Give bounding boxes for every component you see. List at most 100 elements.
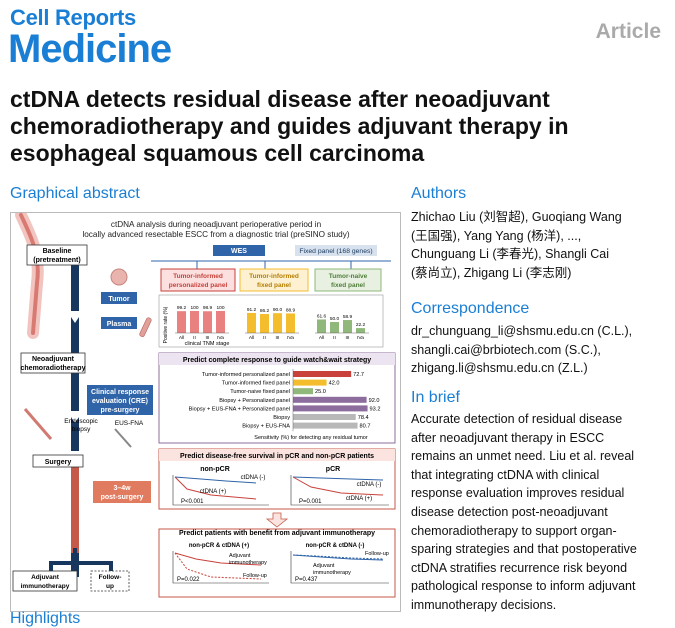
panel3-l2: fixed panel bbox=[331, 282, 365, 289]
post-l1: 3–4w bbox=[113, 485, 131, 492]
sensitivity-bar bbox=[293, 422, 358, 429]
positive-rate-category: II bbox=[263, 335, 266, 341]
immuno-title: Predict patients with benefit from adjuv… bbox=[179, 530, 375, 537]
positive-rate-value: 100 bbox=[190, 305, 198, 311]
sensitivity-bar bbox=[293, 371, 352, 377]
graphical-abstract-svg: ctDNA analysis during neoadjuvant periop… bbox=[12, 213, 396, 598]
sensitivity-row-label: Biopsy + EUS-FNA + Personalized panel bbox=[189, 406, 290, 412]
sensitivity-value: 80.7 bbox=[360, 424, 371, 430]
highlights-heading-peek: Highlights bbox=[10, 610, 81, 627]
positive-rate-bar bbox=[356, 328, 365, 333]
neoadjuvant-box bbox=[20, 352, 86, 374]
positive-rate-value: 88.9 bbox=[286, 307, 296, 313]
positive-rate-category: IVa bbox=[217, 335, 224, 341]
plasma-tag bbox=[101, 317, 137, 329]
adjuvant-l1: Adjuvant bbox=[31, 574, 60, 581]
immuno-right-follow: Follow-up bbox=[365, 551, 389, 557]
adjuvant-box bbox=[12, 570, 78, 592]
tumor-label: Tumor bbox=[108, 296, 130, 303]
timeline-arrow-1 bbox=[67, 311, 83, 323]
positive-rate-category: III bbox=[206, 335, 210, 341]
sensitivity-row-label: Biopsy + EUS-FNA bbox=[242, 424, 290, 430]
sensitivity-value: 25.0 bbox=[315, 389, 326, 395]
positive-rate-bar bbox=[330, 322, 339, 333]
immuno-right-adj-l1: Adjuvant bbox=[313, 563, 335, 569]
immuno-left-follow: Follow-up bbox=[243, 573, 267, 579]
tumor-tag bbox=[101, 292, 137, 304]
wes-label: WES bbox=[231, 248, 247, 255]
immuno-right-p: P=0.437 bbox=[295, 577, 318, 583]
dfs-right-pos-label: ctDNA (+) bbox=[346, 496, 372, 502]
timeline-arrow-2 bbox=[67, 411, 83, 423]
positive-rate-bar bbox=[247, 312, 256, 333]
correspondence-email[interactable]: shangli.cai@brbiotech.com (S.C.), bbox=[411, 342, 601, 357]
wes-box bbox=[213, 245, 265, 256]
in-brief-line: chemoradiotherapy to support organ- bbox=[411, 523, 617, 538]
followup-l2: up bbox=[106, 583, 114, 590]
sensitivity-bar bbox=[293, 405, 368, 412]
in-brief-line: remains an unmet need. Liu et al. reveal bbox=[411, 449, 635, 464]
authors-list: Zhichao Liu (刘智超), Guoqiang Wang (王国强), … bbox=[411, 208, 673, 282]
dfs-left-p: P<0.001 bbox=[181, 499, 204, 505]
positive-rate-category: All bbox=[319, 335, 324, 341]
dfs-left-title: non-pCR bbox=[200, 466, 230, 473]
authors-line: Zhichao Liu (刘智超), Guoqiang Wang bbox=[411, 210, 622, 224]
sensitivity-value: 78.4 bbox=[358, 415, 369, 421]
dfs-title: Predict disease-free survival in pCR and… bbox=[180, 453, 374, 460]
positive-rate-bar bbox=[203, 311, 212, 333]
positive-rate-value: 99.2 bbox=[177, 305, 187, 311]
sensitivity-header bbox=[159, 353, 395, 365]
in-brief-line: after neoadjuvant therapy in ESCC bbox=[411, 430, 605, 445]
panel-naive-fixed-box bbox=[314, 268, 382, 292]
in-brief-line: ctDNA stratifies recurrence risk beyond bbox=[411, 560, 628, 575]
panel-personalized-box bbox=[160, 268, 236, 292]
timeline-bar-lower bbox=[71, 463, 79, 553]
positive-rate-category: IVa bbox=[287, 335, 294, 341]
ga-title-line1: ctDNA analysis during neoadjuvant periop… bbox=[111, 220, 322, 229]
immuno-right-title: non-pCR & ctDNA (-) bbox=[306, 543, 365, 549]
in-brief-line: immunotherapy decisions. bbox=[411, 597, 557, 612]
positive-rate-value: 86.2 bbox=[260, 308, 270, 314]
panel1-l1: Tumor-informed bbox=[173, 273, 223, 280]
positive-rate-value: 91.2 bbox=[247, 307, 257, 313]
in-brief-text: Accurate detection of residual disease a… bbox=[411, 410, 673, 615]
immuno-left-adj-curve bbox=[174, 552, 262, 566]
sensitivity-row-label: Tumor-informed fixed panel bbox=[222, 381, 290, 387]
dfs-left-pos-curve bbox=[174, 476, 257, 500]
sensitivity-value: 42.0 bbox=[329, 381, 340, 387]
dfs-left-neg-label: ctDNA (-) bbox=[241, 475, 266, 481]
in-brief-heading: In brief bbox=[411, 389, 460, 406]
plasma-label: Plasma bbox=[107, 321, 132, 328]
immuno-left-adj-l2: immunotherapy bbox=[229, 560, 267, 566]
plasma-tube-icon bbox=[139, 317, 152, 337]
correspondence-email[interactable]: dr_chunguang_li@shsmu.edu.cn (C.L.), bbox=[411, 324, 633, 338]
positive-rate-category: II bbox=[193, 335, 196, 341]
positive-rate-category: All bbox=[249, 335, 254, 341]
panel1-l2: personalized panel bbox=[169, 282, 228, 289]
positive-rate-bar bbox=[317, 319, 326, 333]
immuno-right-adj-l2: immunotherapy bbox=[313, 570, 351, 576]
immuno-left-adj-l1: Adjuvant bbox=[229, 553, 251, 559]
positive-rate-bar bbox=[260, 314, 269, 333]
sensitivity-value: 93.2 bbox=[370, 406, 381, 412]
positive-rate-value: 50.0 bbox=[330, 316, 340, 322]
adjuvant-l2: immunotherapy bbox=[21, 583, 70, 590]
positive-rate-value: 98.9 bbox=[203, 305, 213, 311]
post-l2: post-surgery bbox=[101, 494, 144, 501]
fixed-panel-label: Fixed panel (168 genes) bbox=[299, 248, 372, 255]
authors-heading: Authors bbox=[411, 185, 467, 202]
sensitivity-value: 92.0 bbox=[369, 398, 380, 404]
cre-l1: Clinical response bbox=[91, 389, 149, 396]
correspondence-email[interactable]: zhigang.li@shsmu.edu.cn (Z.L.) bbox=[411, 361, 588, 376]
correspondence-list: dr_chunguang_li@shsmu.edu.cn (C.L.), sha… bbox=[411, 322, 673, 378]
immuno-panel bbox=[158, 528, 396, 598]
sensitivity-bar bbox=[293, 388, 313, 395]
dfs-right-neg-label: ctDNA (-) bbox=[357, 482, 382, 488]
neoadjuvant-sub: chemoradiotherapy bbox=[21, 365, 86, 372]
article-type-label: Article bbox=[595, 20, 661, 43]
endoscopic-l1: Endoscopic bbox=[64, 418, 98, 425]
authors-line: Chunguang Li (李春光), Shangli Cai bbox=[411, 247, 610, 262]
cre-box bbox=[87, 385, 153, 415]
immuno-left-follow-curve bbox=[174, 552, 262, 580]
dfs-left-pos-label: ctDNA (+) bbox=[200, 489, 226, 495]
